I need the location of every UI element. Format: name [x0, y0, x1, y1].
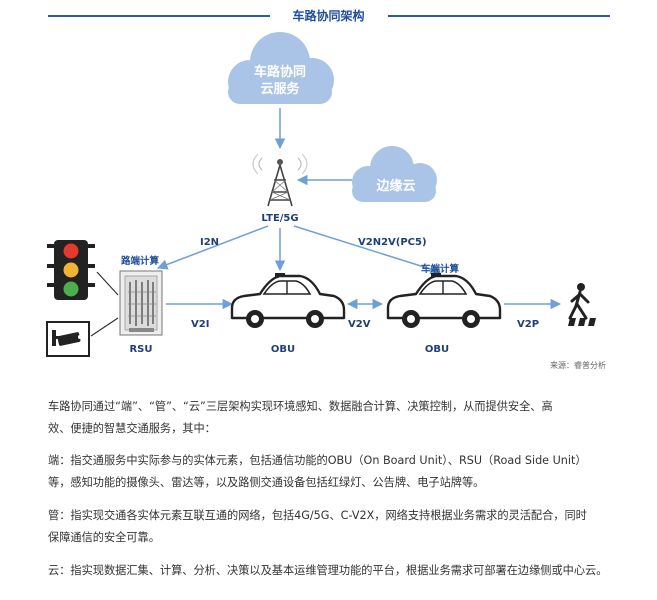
roadside-compute-label: 路端计算 — [121, 255, 160, 267]
obu2-label: OBU — [425, 344, 449, 355]
v2p-label: V2P — [517, 319, 539, 330]
paragraph-intro-line2: 效、便捷的智慧交通服务，其中： — [48, 422, 216, 435]
header-rule-right — [388, 15, 610, 17]
car-icon — [386, 273, 502, 328]
v2n2v-arrow — [293, 225, 442, 275]
v2i-label: V2I — [191, 319, 209, 330]
header-rule-left — [48, 15, 270, 17]
paragraph-pipe-line1: 管：指实现交通各实体元素互联互通的网络，包括4G/5G、C-V2X，网络支持根据… — [48, 509, 587, 522]
rsu-label: RSU — [129, 344, 152, 355]
camera-icon — [46, 321, 90, 357]
central-cloud-label-line1: 车路协同 — [254, 64, 306, 80]
source-note: 来源：睿普分析 — [550, 360, 606, 370]
paragraph-pipe-line2: 保障通信的安全可靠。 — [48, 531, 160, 544]
i2n-label: I2N — [200, 237, 219, 248]
v2v-label: V2V — [348, 319, 371, 330]
paragraph-terminal-line1: 端：指交通服务中实际参与的实体元素，包括通信功能的OBU（On Board Un… — [48, 454, 587, 467]
page-title: 车路协同架构 — [292, 9, 365, 23]
traffic-light-icon — [47, 240, 95, 300]
i2n-arrow — [157, 225, 269, 270]
central-cloud-label-line2: 云服务 — [260, 81, 300, 97]
tower-label: LTE/5G — [261, 213, 298, 224]
light-to-rsu-line — [96, 271, 119, 296]
paragraph-terminal: 端：指交通服务中实际参与的实体元素，包括通信功能的OBU（On Board Un… — [48, 450, 618, 494]
camera-to-rsu-line — [90, 317, 119, 337]
v2n2v-label: V2N2V(PC5) — [358, 237, 427, 248]
paragraph-cloud-line1: 云：指实现数据汇集、计算、分析、决策以及基本运维管理功能的平台，根据业务需求可部… — [48, 564, 608, 577]
pedestrian-icon — [568, 283, 596, 326]
obu1-label: OBU — [271, 344, 295, 355]
vehicle-compute-label: 车端计算 — [421, 263, 460, 275]
paragraph-intro: 车路协同通过“端”、“管”、“云”三层架构实现环境感知、数据融合计算、决策控制，… — [48, 396, 618, 440]
rsu-cabinet-icon — [119, 270, 163, 336]
paragraph-intro-line1: 车路协同通过“端”、“管”、“云”三层架构实现环境感知、数据融合计算、决策控制，… — [48, 400, 553, 413]
paragraph-pipe: 管：指实现交通各实体元素互联互通的网络，包括4G/5G、C-V2X，网络支持根据… — [48, 505, 618, 549]
paragraph-terminal-line2: 等，感知功能的摄像头、雷达等，以及路侧交通设备包括红绿灯、公告牌、电子站牌等。 — [48, 476, 485, 489]
car-icon — [230, 273, 346, 328]
central-cloud-icon — [228, 32, 334, 104]
architecture-diagram: 车路协同 云服务 边缘云 LTE/5G I2N V2N2V(PC5) — [46, 32, 606, 370]
edge-cloud-icon — [352, 146, 437, 202]
cell-tower-icon — [252, 153, 308, 207]
edge-cloud-label: 边缘云 — [375, 178, 415, 194]
paragraph-cloud: 云：指实现数据汇集、计算、分析、决策以及基本运维管理功能的平台，根据业务需求可部… — [48, 560, 618, 582]
